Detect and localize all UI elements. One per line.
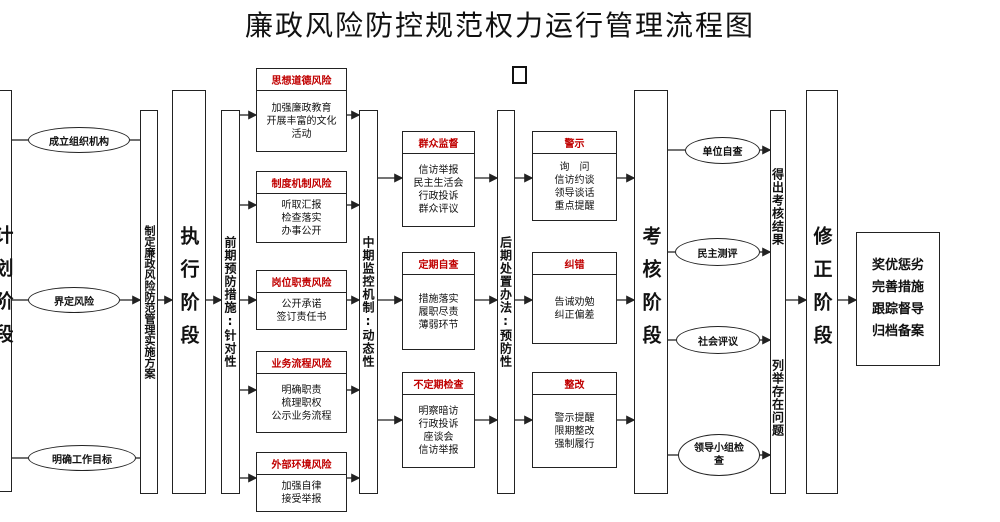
disposal-title: 整改 [533, 373, 616, 395]
disposal-body: 警示提醒 限期整改 强制履行 [554, 412, 595, 450]
correct-stage-column: 修正阶段 [806, 90, 838, 494]
risk-title: 岗位职责风险 [257, 271, 346, 293]
disposal-body: 询 问 信访约谈 领导谈话 重点提醒 [554, 162, 595, 212]
disposal-body: 告诫劝勉 纠正偏差 [554, 297, 595, 321]
monitor-box: 群众监督 信访举报 民主生活会 行政投诉 群众评议 [402, 131, 475, 227]
assess-item-ellipse: 单位自查 [685, 137, 760, 164]
risk-body: 加强廉政教育 开展丰富的文化 活动 [266, 102, 337, 140]
risk-box: 思想道德风险 加强廉政教育 开展丰富的文化 活动 [256, 68, 347, 152]
early-measures-label: 前期预防措施:针对性 [223, 236, 237, 368]
monitor-title: 定期自查 [403, 253, 474, 275]
early-measures-column: 前期预防措施:针对性 [221, 110, 240, 494]
risk-body: 加强自律 接受举报 [281, 481, 322, 505]
plan-scheme-column: 制定廉政风险防范管理实施方案 [140, 110, 158, 494]
risk-box: 岗位职责风险 公开承诺 签订责任书 [256, 270, 347, 330]
final-actions-box: 奖优惩劣 完善措施 跟踪督导 归档备案 [856, 232, 940, 366]
risk-body: 明确职责 梳理职权 公示业务流程 [271, 384, 332, 422]
risk-box: 业务流程风险 明确职责 梳理职权 公示业务流程 [256, 351, 347, 433]
diagram-title: 廉政风险防控规范权力运行管理流程图 [244, 9, 755, 42]
monitor-box: 不定期检查 明察暗访 行政投诉 座谈会 信访举报 [402, 372, 475, 468]
execute-stage-column: 执行阶段 [172, 90, 206, 494]
risk-body: 公开承诺 签订责任书 [276, 299, 327, 323]
risk-title: 业务流程风险 [257, 352, 346, 374]
disposal-title: 纠错 [533, 253, 616, 275]
risk-title: 思想道德风险 [257, 69, 346, 91]
result-column: 得出考核结果 列举存在问题 [770, 110, 786, 494]
assess-item-ellipse: 领导小组检查 [678, 434, 760, 476]
plan-scheme-label: 制定廉政风险防范管理实施方案 [143, 225, 156, 379]
risk-box: 外部环境风险 加强自律 接受举报 [256, 452, 347, 512]
disposal-title: 警示 [533, 132, 616, 154]
correct-stage-label: 修正阶段 [810, 226, 833, 358]
plan-stage-label: 计划阶段 [0, 225, 14, 357]
monitor-body: 明察暗访 行政投诉 座谈会 信访举报 [418, 406, 459, 456]
result-bottom-label: 列举存在问题 [770, 358, 785, 437]
risk-box: 制度机制风险 听取汇报 检查落实 办事公开 [256, 171, 347, 243]
monitor-body: 措施落实 履职尽责 薄弱环节 [418, 293, 459, 331]
mid-monitor-label: 中期监控机制:动态性 [361, 236, 375, 368]
plan-item-ellipse: 成立组织机构 [28, 127, 130, 153]
assess-stage-column: 考核阶段 [634, 90, 668, 494]
late-disposal-column: 后期处置办法:预防性 [497, 110, 515, 494]
monitor-title: 群众监督 [403, 132, 474, 154]
risk-title: 外部环境风险 [257, 453, 346, 475]
disposal-box: 纠错 告诫劝勉 纠正偏差 [532, 252, 617, 344]
monitor-body: 信访举报 民主生活会 行政投诉 群众评议 [413, 165, 464, 215]
assess-stage-label: 考核阶段 [639, 226, 662, 358]
monitor-title: 不定期检查 [403, 373, 474, 395]
execute-stage-label: 执行阶段 [177, 226, 200, 358]
plan-item-ellipse: 界定风险 [28, 287, 120, 313]
late-disposal-label: 后期处置办法:预防性 [498, 236, 513, 368]
plan-item-ellipse: 明确工作目标 [28, 445, 136, 471]
disposal-box: 整改 警示提醒 限期整改 强制履行 [532, 372, 617, 468]
assess-item-ellipse: 社会评议 [676, 326, 760, 354]
plan-stage-column: 计划阶段 [0, 90, 14, 492]
risk-body: 听取汇报 检查落实 办事公开 [281, 199, 322, 237]
mid-monitor-column: 中期监控机制:动态性 [359, 110, 378, 494]
risk-title: 制度机制风险 [257, 172, 346, 194]
result-top-label: 得出考核结果 [770, 167, 785, 246]
assess-item-ellipse: 民主测评 [675, 238, 760, 266]
disposal-box: 警示 询 问 信访约谈 领导谈话 重点提醒 [532, 131, 617, 221]
monitor-box: 定期自查 措施落实 履职尽责 薄弱环节 [402, 252, 475, 350]
square-mark [512, 66, 527, 84]
